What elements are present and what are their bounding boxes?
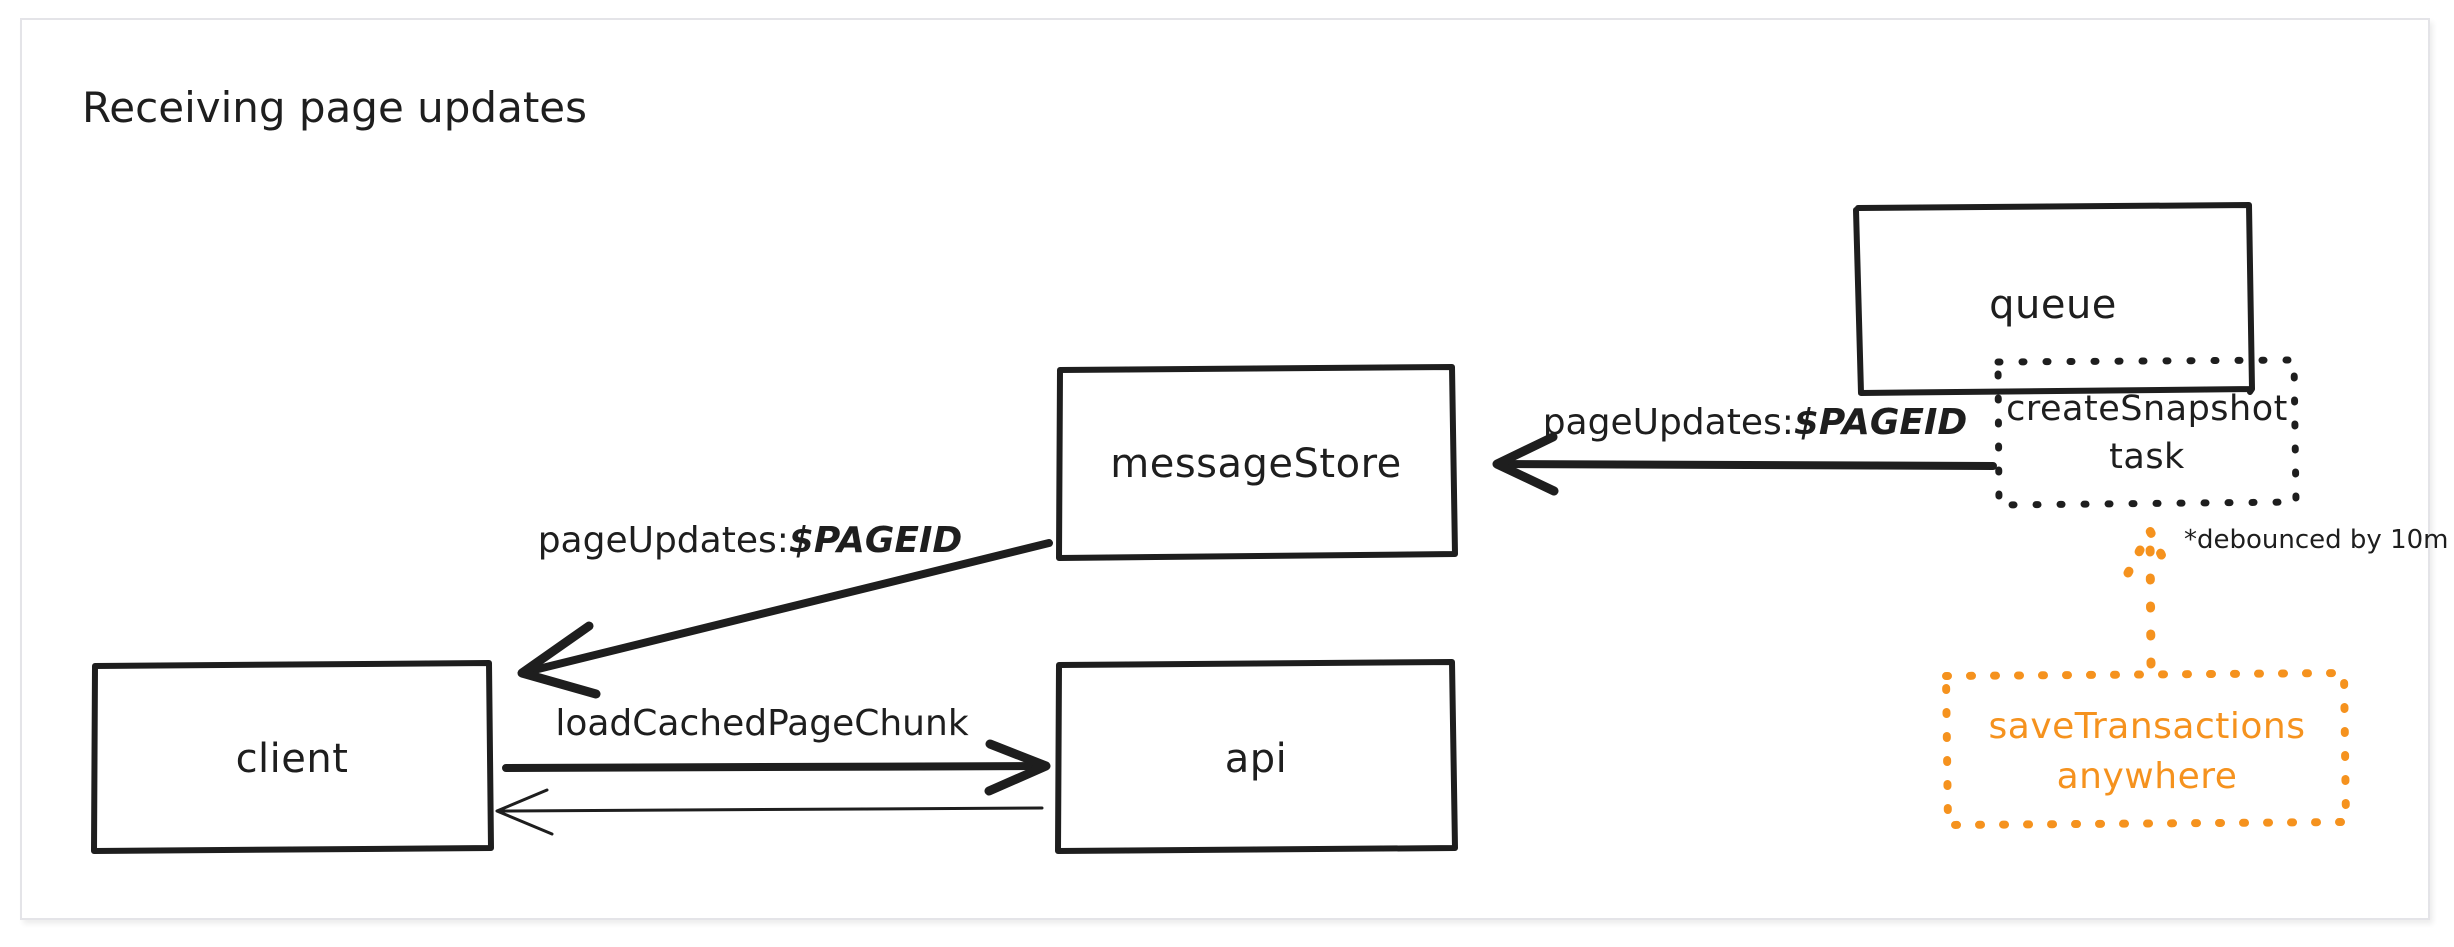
edge-label-plain: pageUpdates: [1543,402,1794,443]
annotation-debounce-note: *debounced by 10m [2184,525,2449,555]
edge-task-to-messagestore[interactable]: pageUpdates:$PAGEID [1492,402,1997,496]
node-save-transactions-label-line2: anywhere [2057,756,2238,797]
edge-messagestore-to-client[interactable]: pageUpdates:$PAGEID [517,520,1053,699]
node-client-label: client [236,736,349,782]
edge-label-plain-2: pageUpdates: [538,520,789,561]
node-api[interactable]: api [1055,659,1458,854]
node-message-store[interactable]: messageStore [1056,364,1458,561]
diagram-frame [20,18,2430,920]
node-create-snapshot-task-label-line1: createSnapshot [2006,389,2288,429]
edge-client-to-api-label: loadCachedPageChunk [555,703,968,744]
edge-savetransactions-to-task[interactable] [2123,526,2175,669]
node-api-label: api [1225,736,1288,782]
node-queue-label: queue [1989,282,2117,328]
edge-label-italic-2: $PAGEID [789,520,962,561]
node-save-transactions-label-line1: saveTransactions [1989,706,2306,747]
page-title: Receiving page updates [82,83,587,132]
node-create-snapshot-task-label-line2: task [2109,437,2185,477]
edge-messagestore-to-client-label: pageUpdates:$PAGEID [538,520,963,561]
node-save-transactions[interactable]: saveTransactions anywhere [1942,669,2350,829]
node-create-snapshot-task[interactable]: createSnapshot task [1994,356,2300,509]
node-client[interactable]: client [91,660,494,854]
node-message-store-label: messageStore [1110,441,1402,487]
node-queue[interactable]: queue [1853,202,2255,396]
edge-task-to-messagestore-label: pageUpdates:$PAGEID [1543,402,1968,443]
edge-label-italic: $PAGEID [1794,402,1967,443]
edge-api-to-client[interactable] [495,788,1044,836]
edge-client-to-api[interactable]: loadCachedPageChunk [502,703,1051,796]
